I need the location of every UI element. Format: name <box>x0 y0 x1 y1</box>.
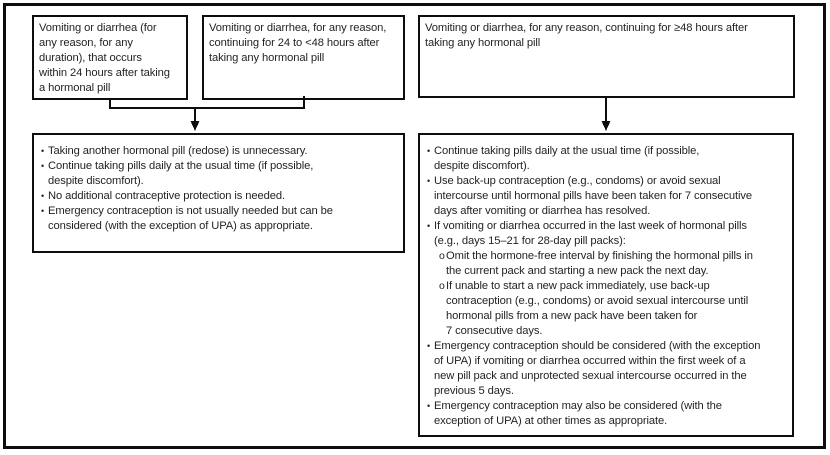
bullet-text: Use back-up contraception (e.g., condoms… <box>434 175 753 217</box>
bullet-marker: • <box>41 146 45 156</box>
bullet-text: Emergency contraception should be consid… <box>434 340 761 397</box>
condition-text-48h-or-more: Vomiting or diarrhea, for any reason, co… <box>425 22 748 49</box>
condition-text-24-to-48h: Vomiting or diarrhea, for any reason, co… <box>209 22 387 64</box>
bullet-marker: • <box>427 176 431 186</box>
bullet-text: If vomiting or diarrhea occurred in the … <box>434 220 747 247</box>
bullet-item: •Emergency contraception may also be con… <box>427 399 788 429</box>
sub-bullet-marker: o <box>439 280 445 292</box>
sub-bullet-marker: o <box>439 250 445 262</box>
bullet-text: Taking another hormonal pill (redose) is… <box>48 145 308 157</box>
bullet-marker: • <box>427 401 431 411</box>
bullet-text: Emergency contraception may also be cons… <box>434 400 722 427</box>
condition-text-within-24h: Vomiting or diarrhea (for any reason, fo… <box>39 22 170 94</box>
outcome-box-backup-contraception: •Continue taking pills daily at the usua… <box>418 133 794 437</box>
bullet-item: •Taking another hormonal pill (redose) i… <box>41 144 399 159</box>
condition-box-24-to-48h: Vomiting or diarrhea, for any reason, co… <box>202 15 405 100</box>
bullet-item: •If vomiting or diarrhea occurred in the… <box>427 219 788 339</box>
outcome-list-right: •Continue taking pills daily at the usua… <box>427 144 788 429</box>
bullet-marker: • <box>427 341 431 351</box>
bullet-item: •Emergency contraception is not usually … <box>41 204 399 234</box>
bullet-marker: • <box>427 221 431 231</box>
outcome-box-redose-unnecessary: •Taking another hormonal pill (redose) i… <box>32 133 405 253</box>
sub-bullet-text: Omit the hormone-free interval by finish… <box>446 250 753 277</box>
bullet-text: No additional contraceptive protection i… <box>48 190 286 202</box>
condition-box-48h-or-more: Vomiting or diarrhea, for any reason, co… <box>418 15 795 98</box>
bullet-text: Emergency contraception is not usually n… <box>48 205 333 232</box>
bullet-item: •Use back-up contraception (e.g., condom… <box>427 174 788 219</box>
bullet-item: •No additional contraceptive protection … <box>41 189 399 204</box>
bullet-text: Continue taking pills daily at the usual… <box>48 160 314 187</box>
bullet-item: •Continue taking pills daily at the usua… <box>41 159 399 189</box>
bullet-item: •Continue taking pills daily at the usua… <box>427 144 788 174</box>
bullet-marker: • <box>41 191 45 201</box>
outcome-list-left: •Taking another hormonal pill (redose) i… <box>41 144 399 234</box>
condition-box-within-24h: Vomiting or diarrhea (for any reason, fo… <box>32 15 188 100</box>
bullet-marker: • <box>41 206 45 216</box>
bullet-marker: • <box>41 161 45 171</box>
bullet-text: Continue taking pills daily at the usual… <box>434 145 700 172</box>
bullet-marker: • <box>427 146 431 156</box>
sub-bullet-text: If unable to start a new pack immediatel… <box>446 280 749 337</box>
bullet-item: •Emergency contraception should be consi… <box>427 339 788 399</box>
